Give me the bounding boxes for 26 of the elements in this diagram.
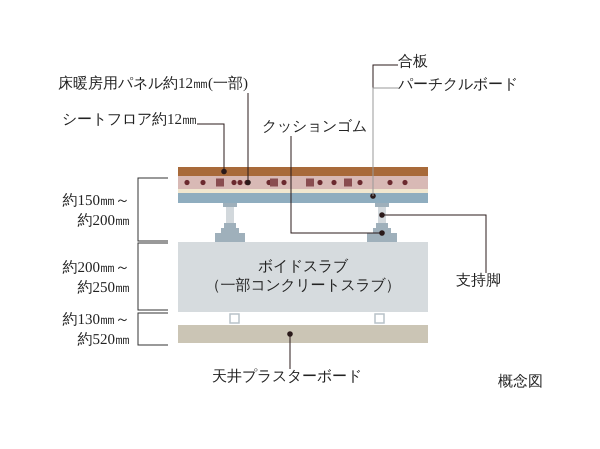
leader-line <box>196 124 227 174</box>
dimension-label: 約150㎜～約200㎜ <box>62 192 130 230</box>
dimension-label: 約130㎜～約520㎜ <box>62 311 130 350</box>
sheet-floor-layer <box>178 167 428 176</box>
leader-line <box>245 92 251 186</box>
callout-label: 合板 <box>398 54 428 71</box>
leader-line <box>287 331 293 370</box>
void-slab <box>178 242 428 312</box>
callout-label: 支持脚 <box>456 273 501 290</box>
callout-label: クッションゴム <box>262 119 367 136</box>
cushion-rubber-drawing <box>367 223 397 242</box>
callout-label: シートフロア約12㎜ <box>62 112 197 129</box>
slab-note: （一部コンクリートスラブ） <box>204 278 402 295</box>
leader-line <box>290 136 385 236</box>
board-layer <box>178 189 428 203</box>
leader-line <box>379 212 486 274</box>
callout-label: 床暖房用パネル約12㎜(一部) <box>58 76 248 93</box>
dimension-label: 約200㎜～約250㎜ <box>62 258 130 298</box>
ceiling-board-layer <box>178 325 428 343</box>
callout-label: パーチクルボード <box>398 77 518 94</box>
support-leg-drawing <box>375 203 389 223</box>
slab-label: ボイドスラブ <box>257 259 350 276</box>
note-label: 概念図 <box>498 374 543 391</box>
callout-label: 天井プラスターボード <box>212 369 362 386</box>
leader-line <box>372 88 398 196</box>
heating-panel-layer <box>178 176 428 189</box>
